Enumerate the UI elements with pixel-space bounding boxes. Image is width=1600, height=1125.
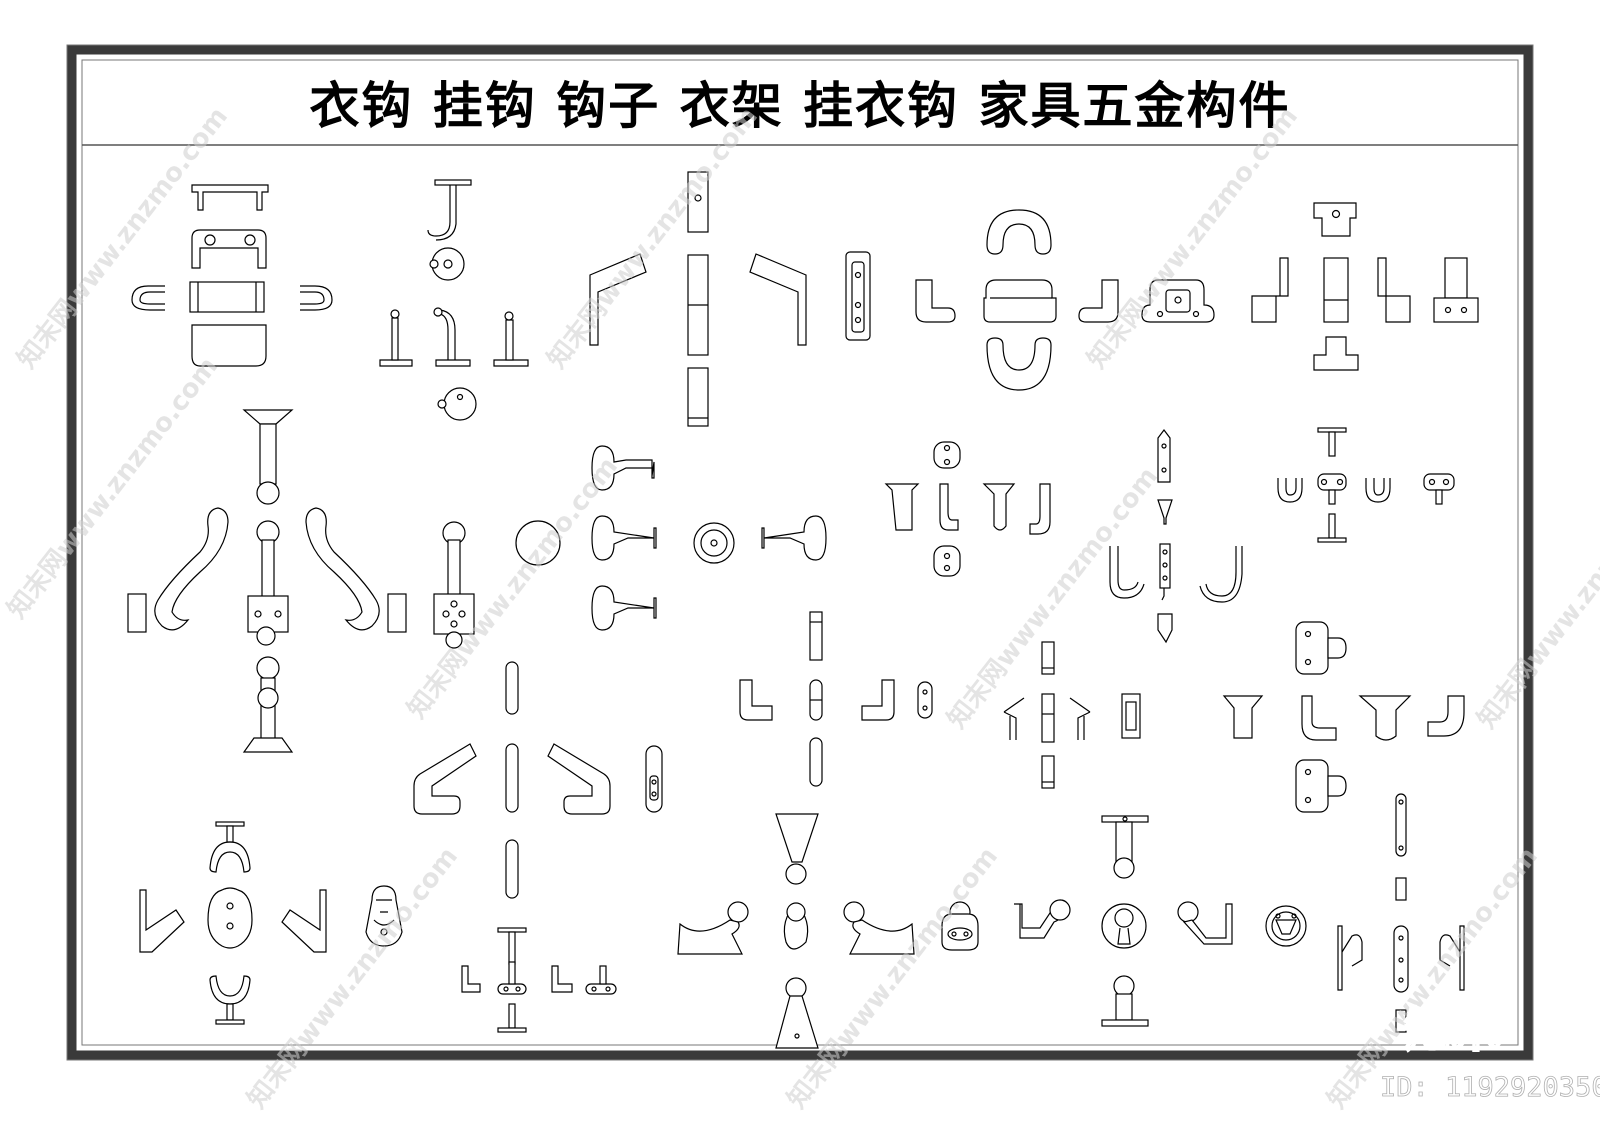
hook-group-1	[131, 184, 333, 367]
hook-group-6	[127, 409, 407, 753]
watermark-layer: 知末网www.znzmo.com 知末网www.znzmo.com 知末网www…	[2, 102, 1600, 1114]
hook-group-17	[677, 813, 915, 1049]
hook-group-9	[1109, 429, 1243, 644]
watermark: 知末网www.znzmo.com	[242, 842, 464, 1114]
hook-group-19	[1101, 815, 1149, 1027]
hook-group-3	[589, 171, 871, 427]
hook-group-13	[1003, 641, 1141, 789]
watermark: 知末网www.znzmo.com	[1472, 462, 1600, 734]
watermark: 知末网www.znzmo.com	[542, 102, 764, 374]
hook-group-5	[1251, 202, 1479, 371]
hook-group-20	[1177, 901, 1307, 947]
hook-group-2	[379, 179, 529, 421]
hook-group-12	[739, 611, 933, 787]
hook-group-14	[1222, 621, 1465, 813]
watermark: 知末网www.znzmo.com	[782, 842, 1004, 1114]
hook-group-18	[941, 899, 1071, 951]
hook-group-7	[433, 520, 561, 649]
hook-group-8	[884, 441, 1051, 577]
site-logo: 知末	[1404, 1002, 1500, 1058]
hook-group-4	[915, 209, 1215, 391]
image-id-label: ID: 1192920350	[1380, 1072, 1600, 1103]
drawing-title: 衣钩 挂钩 钩子 衣架 挂衣钩 家具五金构件	[309, 77, 1290, 135]
thick-frame	[67, 45, 1533, 1060]
hook-group-15	[139, 821, 403, 1025]
hook-group-10	[1277, 427, 1455, 543]
hook-group-21	[1337, 793, 1465, 1033]
hook-group-16	[461, 927, 617, 1033]
inner-frame-line	[81, 59, 1519, 1046]
hook-group-11	[413, 661, 663, 899]
knob-group	[591, 445, 827, 631]
watermark: 知末网www.znzmo.com	[2, 352, 224, 624]
outer-frame-line	[66, 44, 1534, 1061]
watermark: 知末网www.znzmo.com	[1082, 102, 1304, 374]
